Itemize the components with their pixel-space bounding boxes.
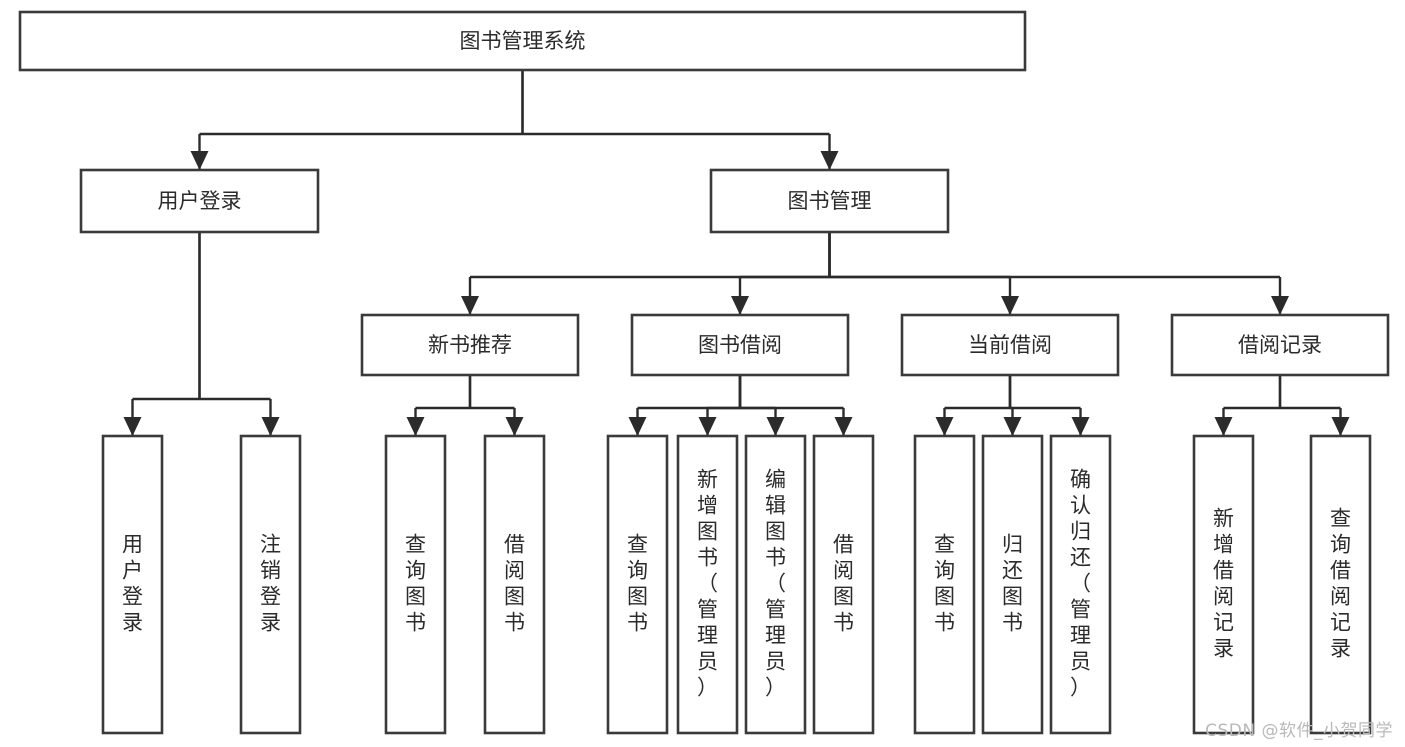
node-leaf-2-3[interactable]: 借阅图书 <box>812 434 875 735</box>
node-leaf-3-1[interactable]: 归还图书 <box>981 434 1044 735</box>
node-l3-2-label: 当前借阅 <box>968 333 1052 357</box>
node-l2-0[interactable]: 用户登录 <box>79 168 320 234</box>
node-l2-1-box[interactable] <box>709 168 950 234</box>
node-leaf-1-1-label: 借阅图书 <box>504 533 525 635</box>
node-leaf-3-0[interactable]: 查询图书 <box>913 434 976 735</box>
node-leaf-2-0-box[interactable] <box>606 434 669 735</box>
node-l3-1-label: 图书借阅 <box>698 333 782 357</box>
node-leaf-3-2-label: 确认归还（管理员） <box>1070 468 1091 700</box>
node-leaf-1-1[interactable]: 借阅图书 <box>483 434 546 735</box>
node-leaf-2-1-box[interactable] <box>676 434 739 735</box>
watermark-text: CSDN @软件_小贺同学 <box>1205 721 1393 741</box>
node-leaf-2-3-box[interactable] <box>812 434 875 735</box>
connector-layer <box>123 70 1350 436</box>
node-leaf-0-1[interactable]: 注销登录 <box>239 434 302 735</box>
node-root-system-label: 图书管理系统 <box>460 29 586 53</box>
node-leaf-3-2[interactable]: 确认归还（管理员） <box>1049 434 1112 735</box>
node-leaf-3-2-box[interactable] <box>1049 434 1112 735</box>
node-leaf-4-0[interactable]: 新增借阅记录 <box>1192 434 1255 735</box>
node-l3-0-box[interactable] <box>360 313 580 377</box>
node-leaf-4-1-label: 查询借阅记录 <box>1330 507 1351 661</box>
node-leaf-4-1[interactable]: 查询借阅记录 <box>1309 434 1372 735</box>
node-root-system[interactable]: 图书管理系统 <box>18 10 1027 72</box>
node-leaf-1-0[interactable]: 查询图书 <box>384 434 447 735</box>
node-leaf-0-0[interactable]: 用户登录 <box>101 434 164 735</box>
node-l3-3[interactable]: 借阅记录 <box>1170 313 1390 377</box>
node-leaf-0-1-label: 注销登录 <box>260 533 281 635</box>
node-leaf-4-0-box[interactable] <box>1192 434 1255 735</box>
node-l3-0-label: 新书推荐 <box>428 333 512 357</box>
node-leaf-0-1-box[interactable] <box>239 434 302 735</box>
node-layer: 图书管理系统用户登录图书管理新书推荐图书借阅当前借阅借阅记录用户登录注销登录查询… <box>18 10 1390 735</box>
node-l2-1-label: 图书管理 <box>788 189 872 213</box>
node-leaf-2-2[interactable]: 编辑图书（管理员） <box>744 434 807 735</box>
node-leaf-3-0-label: 查询图书 <box>934 533 955 635</box>
node-l2-0-box[interactable] <box>79 168 320 234</box>
node-leaf-3-1-box[interactable] <box>981 434 1044 735</box>
node-leaf-2-0-label: 查询图书 <box>627 533 648 635</box>
node-l3-3-label: 借阅记录 <box>1238 333 1322 357</box>
node-leaf-1-0-label: 查询图书 <box>405 533 426 635</box>
node-leaf-3-1-label: 归还图书 <box>1002 533 1023 635</box>
node-leaf-2-2-box[interactable] <box>744 434 807 735</box>
node-root-system-box[interactable] <box>18 10 1027 72</box>
node-l3-2[interactable]: 当前借阅 <box>900 313 1120 377</box>
node-l3-1-box[interactable] <box>630 313 850 377</box>
node-leaf-2-1-label: 新增图书（管理员） <box>697 468 718 700</box>
node-leaf-1-0-box[interactable] <box>384 434 447 735</box>
node-leaf-0-0-label: 用户登录 <box>122 533 143 635</box>
node-leaf-1-1-box[interactable] <box>483 434 546 735</box>
node-l3-0[interactable]: 新书推荐 <box>360 313 580 377</box>
node-l2-1[interactable]: 图书管理 <box>709 168 950 234</box>
node-l2-0-label: 用户登录 <box>158 189 242 213</box>
node-leaf-4-0-label: 新增借阅记录 <box>1213 507 1234 661</box>
node-leaf-2-1[interactable]: 新增图书（管理员） <box>676 434 739 735</box>
node-leaf-2-0[interactable]: 查询图书 <box>606 434 669 735</box>
node-l3-3-box[interactable] <box>1170 313 1390 377</box>
node-l3-2-box[interactable] <box>900 313 1120 377</box>
node-leaf-0-0-box[interactable] <box>101 434 164 735</box>
node-leaf-3-0-box[interactable] <box>913 434 976 735</box>
node-leaf-2-2-label: 编辑图书（管理员） <box>765 468 786 700</box>
node-leaf-4-1-box[interactable] <box>1309 434 1372 735</box>
node-l3-1[interactable]: 图书借阅 <box>630 313 850 377</box>
node-leaf-2-3-label: 借阅图书 <box>833 533 854 635</box>
